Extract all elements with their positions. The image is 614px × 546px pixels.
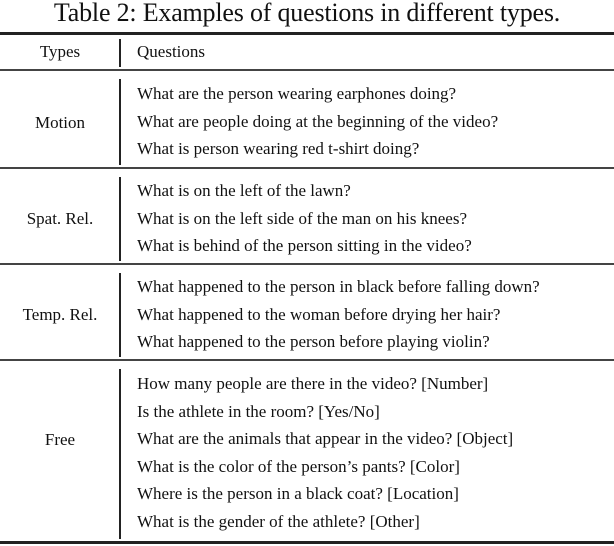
question-list: What are the person wearing earphones do… xyxy=(137,80,498,163)
column-divider xyxy=(119,369,121,539)
table-section-spatial-relation: Spat. Rel. What is on the left of the la… xyxy=(0,169,614,263)
type-label: Temp. Rel. xyxy=(22,305,98,324)
table-section-free: Free How many people are there in the vi… xyxy=(0,361,614,541)
question-item: How many people are there in the video? … xyxy=(137,374,489,393)
section-rule xyxy=(0,359,614,361)
question-item: What happened to the woman before drying… xyxy=(137,304,501,324)
question-item: What are the person wearing earphones do… xyxy=(137,84,457,103)
question-item: Is the athlete in the room? [Yes/No] xyxy=(137,401,380,421)
question-item: What is on the left side of the man on h… xyxy=(137,208,467,228)
table-section-motion: Motion What are the person wearing earph… xyxy=(0,71,614,167)
type-label: Free xyxy=(44,430,76,449)
section-rule xyxy=(0,263,614,265)
question-item: Where is the person in a black coat? [Lo… xyxy=(137,484,459,503)
question-item: What is on the left of the lawn? xyxy=(137,181,351,200)
question-item: What happened to the person in black bef… xyxy=(137,277,540,296)
question-list: What is on the left of the lawn? What is… xyxy=(137,177,472,260)
question-list: How many people are there in the video? … xyxy=(137,370,513,535)
question-item: What are the animals that appear in the … xyxy=(137,429,514,448)
column-divider xyxy=(119,177,121,261)
question-item: What happened to the person before playi… xyxy=(137,332,490,351)
header-types: Types xyxy=(39,42,81,61)
question-item: What are people doing at the beginning o… xyxy=(137,111,499,131)
table-header-row: Types Questions xyxy=(0,35,614,69)
type-label: Spat. Rel. xyxy=(26,209,94,228)
question-item: What is person wearing red t-shirt doing… xyxy=(137,139,420,158)
column-divider xyxy=(119,79,121,165)
question-list: What happened to the person in black bef… xyxy=(137,273,540,356)
question-item: What is behind of the person sitting in … xyxy=(137,236,472,255)
question-item: What is the color of the person’s pants?… xyxy=(137,456,460,476)
question-item: What is the gender of the athlete? [Othe… xyxy=(137,511,420,531)
table-section-temporal-relation: Temp. Rel. What happened to the person i… xyxy=(0,265,614,359)
column-divider xyxy=(119,39,121,67)
header-questions: Questions xyxy=(137,42,205,61)
column-divider xyxy=(119,273,121,357)
table-caption: Table 2: Examples of questions in differ… xyxy=(53,0,561,27)
top-rule xyxy=(0,32,614,35)
bottom-rule xyxy=(0,541,614,544)
type-label: Motion xyxy=(34,113,86,132)
section-rule xyxy=(0,167,614,169)
header-rule xyxy=(0,69,614,71)
